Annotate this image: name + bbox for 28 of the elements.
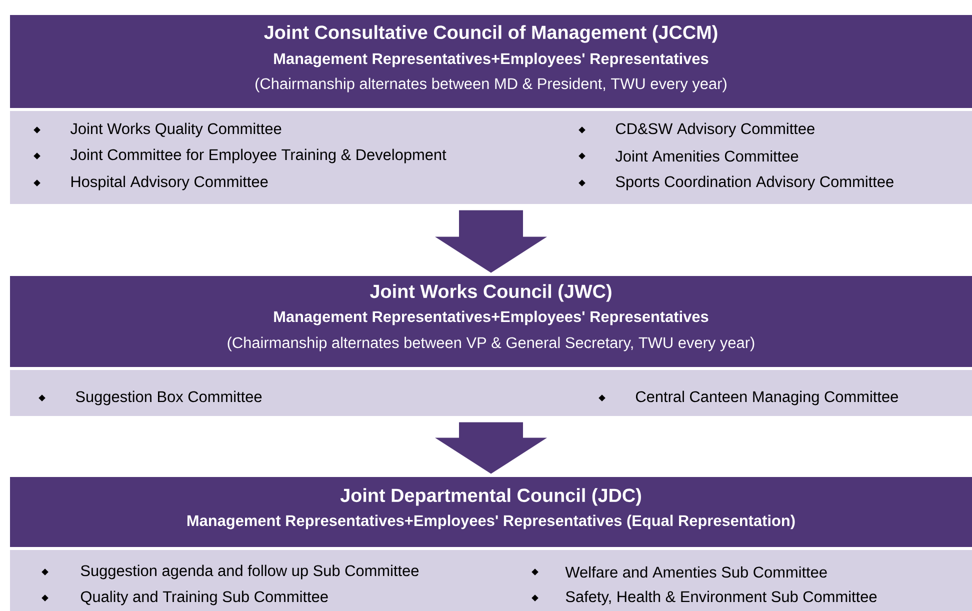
header-band: [10, 276, 972, 367]
committee-item: Joint Works Quality Committee: [70, 122, 282, 138]
list-band: [10, 370, 972, 416]
committee-item: Suggestion Box Committee: [76, 390, 262, 406]
council-subtitle: (Chairmanship alternates between MD & President, TWU every year): [256, 78, 726, 92]
council-subtitle: Management Representatives+Employees' Representatives: [274, 310, 708, 326]
committee-item: Safety, Health & Environment Sub Committee: [566, 590, 877, 606]
header-band: [10, 477, 972, 547]
block-arrow: [435, 210, 547, 273]
council-title: Joint Departmental Council (JDC): [340, 488, 641, 506]
council-title: Joint Consultative Council of Management (JCCM): [264, 25, 718, 43]
list-band: [10, 550, 972, 611]
committee-item: Joint Committee for Employee Training & Development: [70, 148, 446, 164]
council-subtitle: (Chairmanship alternates between VP & General Secretary, TWU every year): [228, 336, 754, 352]
committee-item: Suggestion agenda and follow up Sub Committee: [80, 564, 419, 580]
committee-item: CD&SW Advisory Committee: [616, 122, 814, 138]
committee-item: Joint Amenities Committee: [615, 150, 798, 162]
committee-item: Welfare and Amenties Sub Committee: [565, 566, 827, 578]
committee-item: Central Canteen Managing Committee: [636, 390, 898, 406]
council-title: Joint Works Council (JWC): [370, 284, 612, 302]
block-arrow: [435, 422, 547, 474]
committee-item: Quality and Training Sub Committee: [80, 590, 328, 606]
council-subtitle: Management Representatives+Employees' Representatives: [274, 52, 708, 68]
list-band: [10, 111, 972, 204]
header-band: [10, 15, 972, 108]
council-subtitle: Management Representatives+Employees' Representatives (Equal Representation): [187, 514, 795, 530]
committee-item: Sports Coordination Advisory Committee: [616, 176, 894, 190]
committee-item: Hospital Advisory Committee: [71, 176, 268, 190]
